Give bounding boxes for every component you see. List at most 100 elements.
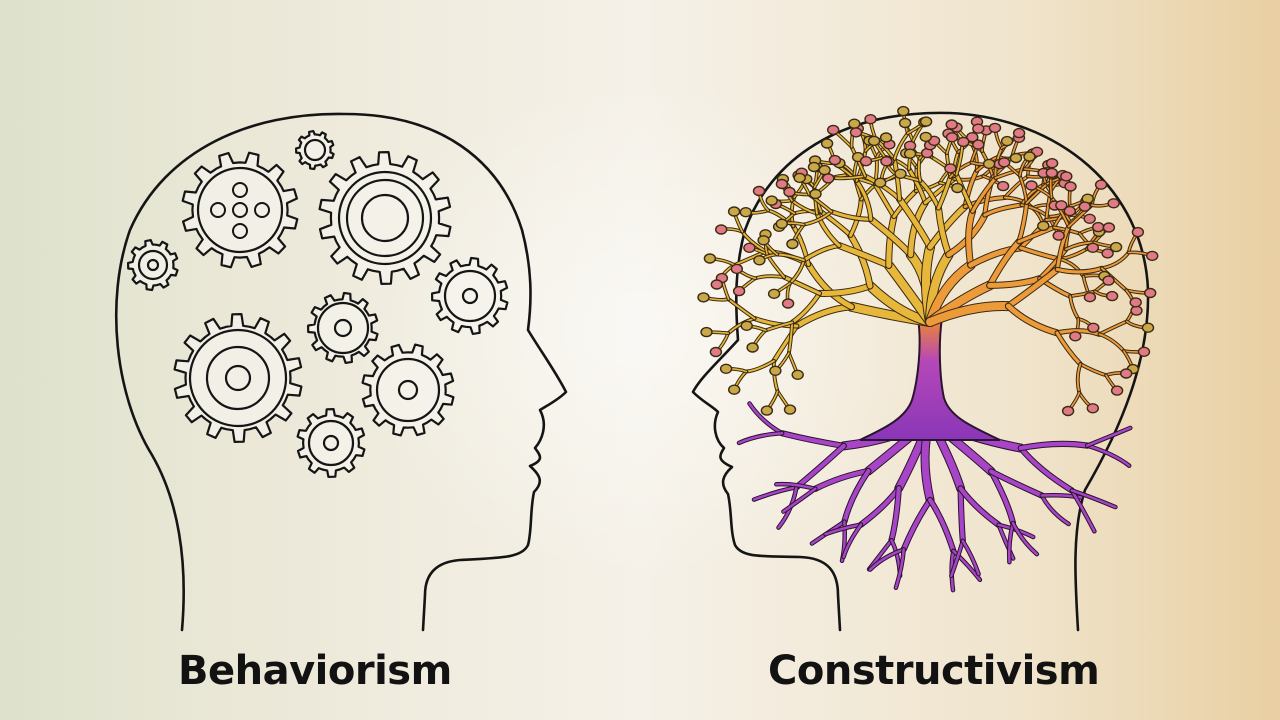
leaf-icon xyxy=(919,131,932,143)
leaf-icon xyxy=(760,405,774,416)
leaf-icon xyxy=(703,253,717,264)
leaf-icon xyxy=(945,132,959,143)
leaf-icon xyxy=(775,218,788,230)
leaf-icon xyxy=(903,148,917,159)
leaf-icon xyxy=(728,384,741,395)
leaf-icon xyxy=(1109,241,1123,253)
leaf-icon xyxy=(700,326,713,338)
leaf-icon xyxy=(1037,220,1050,232)
leaf-icon xyxy=(740,320,753,331)
leaf-icon xyxy=(1009,152,1023,164)
leaf-icon xyxy=(1102,222,1116,233)
leaf-icon xyxy=(753,255,766,266)
constructivism-label: Constructivism xyxy=(768,648,1100,694)
tree-roots xyxy=(736,401,1133,593)
leaf-icon xyxy=(783,404,797,415)
leaf-icon xyxy=(1063,205,1077,217)
leaf-icon xyxy=(1094,179,1108,190)
leaf-icon xyxy=(719,363,733,374)
leaf-icon xyxy=(988,122,1002,134)
leaf-icon xyxy=(1086,242,1100,254)
leaf-icon xyxy=(998,157,1011,168)
leaf-icon xyxy=(828,154,842,166)
leaf-icon xyxy=(1102,275,1115,286)
leaf-icon xyxy=(1086,403,1100,414)
leaf-icon xyxy=(820,138,834,149)
leaf-icon xyxy=(757,235,770,246)
gear-icon xyxy=(296,408,366,478)
leaf-icon xyxy=(879,132,893,143)
leaf-icon xyxy=(951,182,964,194)
right-head-outline xyxy=(691,111,1150,632)
leaf-icon xyxy=(1000,135,1014,147)
leaf-icon xyxy=(1145,250,1159,262)
leaf-icon xyxy=(880,156,893,167)
tree-trunk xyxy=(859,317,1001,441)
leaf-icon xyxy=(769,365,782,376)
leaf-icon xyxy=(859,155,873,167)
leaf-icon xyxy=(730,263,743,275)
leaf-icon xyxy=(1025,180,1038,191)
leaf-icon xyxy=(1055,200,1068,211)
leaf-icon xyxy=(743,242,756,254)
leaf-icon xyxy=(848,118,861,129)
gear-icon xyxy=(361,343,455,437)
leaf-icon xyxy=(864,113,877,125)
leaf-icon xyxy=(1143,287,1157,299)
leaf-icon xyxy=(1083,213,1096,225)
leaf-icon xyxy=(827,124,840,136)
leaf-icon xyxy=(849,127,863,138)
leaf-icon xyxy=(944,163,957,174)
leaf-icon xyxy=(1012,127,1026,139)
leaf-icon xyxy=(972,123,985,134)
gear-icon xyxy=(295,130,335,171)
leaf-icon xyxy=(1045,157,1059,169)
leaf-icon xyxy=(767,288,781,299)
leaf-icon xyxy=(894,168,907,180)
leaf-icon xyxy=(709,346,723,358)
leaf-icon xyxy=(1110,385,1124,396)
gear-icon xyxy=(173,313,303,443)
gear-icon xyxy=(307,291,379,364)
gear-icon xyxy=(431,256,509,335)
leaf-icon xyxy=(1083,292,1097,303)
leaf-icon xyxy=(809,188,822,200)
leaf-icon xyxy=(1119,368,1133,379)
gear-icon xyxy=(127,239,179,292)
leaf-icon xyxy=(1137,346,1151,357)
leaf-icon xyxy=(727,206,741,217)
leaf-icon xyxy=(1087,322,1100,333)
leaf-icon xyxy=(775,178,789,190)
leaf-icon xyxy=(791,369,804,380)
leaf-icon xyxy=(1052,230,1065,241)
leaf-icon xyxy=(715,224,728,235)
leaf-icon xyxy=(972,139,985,150)
leaf-icon xyxy=(1105,290,1119,302)
tree-icon xyxy=(697,105,1159,593)
leaf-icon xyxy=(1141,322,1155,333)
tree-leaves xyxy=(697,105,1159,417)
behaviorism-label: Behaviorism xyxy=(178,648,452,694)
right-head xyxy=(691,111,1150,632)
gear-icon xyxy=(181,151,299,269)
leaf-icon xyxy=(746,342,759,353)
leaf-icon xyxy=(898,117,912,129)
leaf-icon xyxy=(874,177,887,188)
leaf-icon xyxy=(822,173,835,184)
leaf-icon xyxy=(710,279,723,290)
leaf-icon xyxy=(1107,198,1120,209)
leaf-icon xyxy=(1023,151,1036,162)
leaf-icon xyxy=(945,119,958,130)
leaf-icon xyxy=(1101,248,1114,259)
leaf-icon xyxy=(697,292,710,303)
leaf-icon xyxy=(1091,221,1105,233)
leaf-icon xyxy=(897,105,910,117)
leaf-icon xyxy=(786,238,799,250)
leaf-icon xyxy=(867,135,881,147)
gears-group xyxy=(127,130,509,478)
left-head xyxy=(114,112,568,632)
leaf-icon xyxy=(781,298,795,309)
leaf-icon xyxy=(1069,331,1082,342)
leaf-icon xyxy=(765,195,778,206)
